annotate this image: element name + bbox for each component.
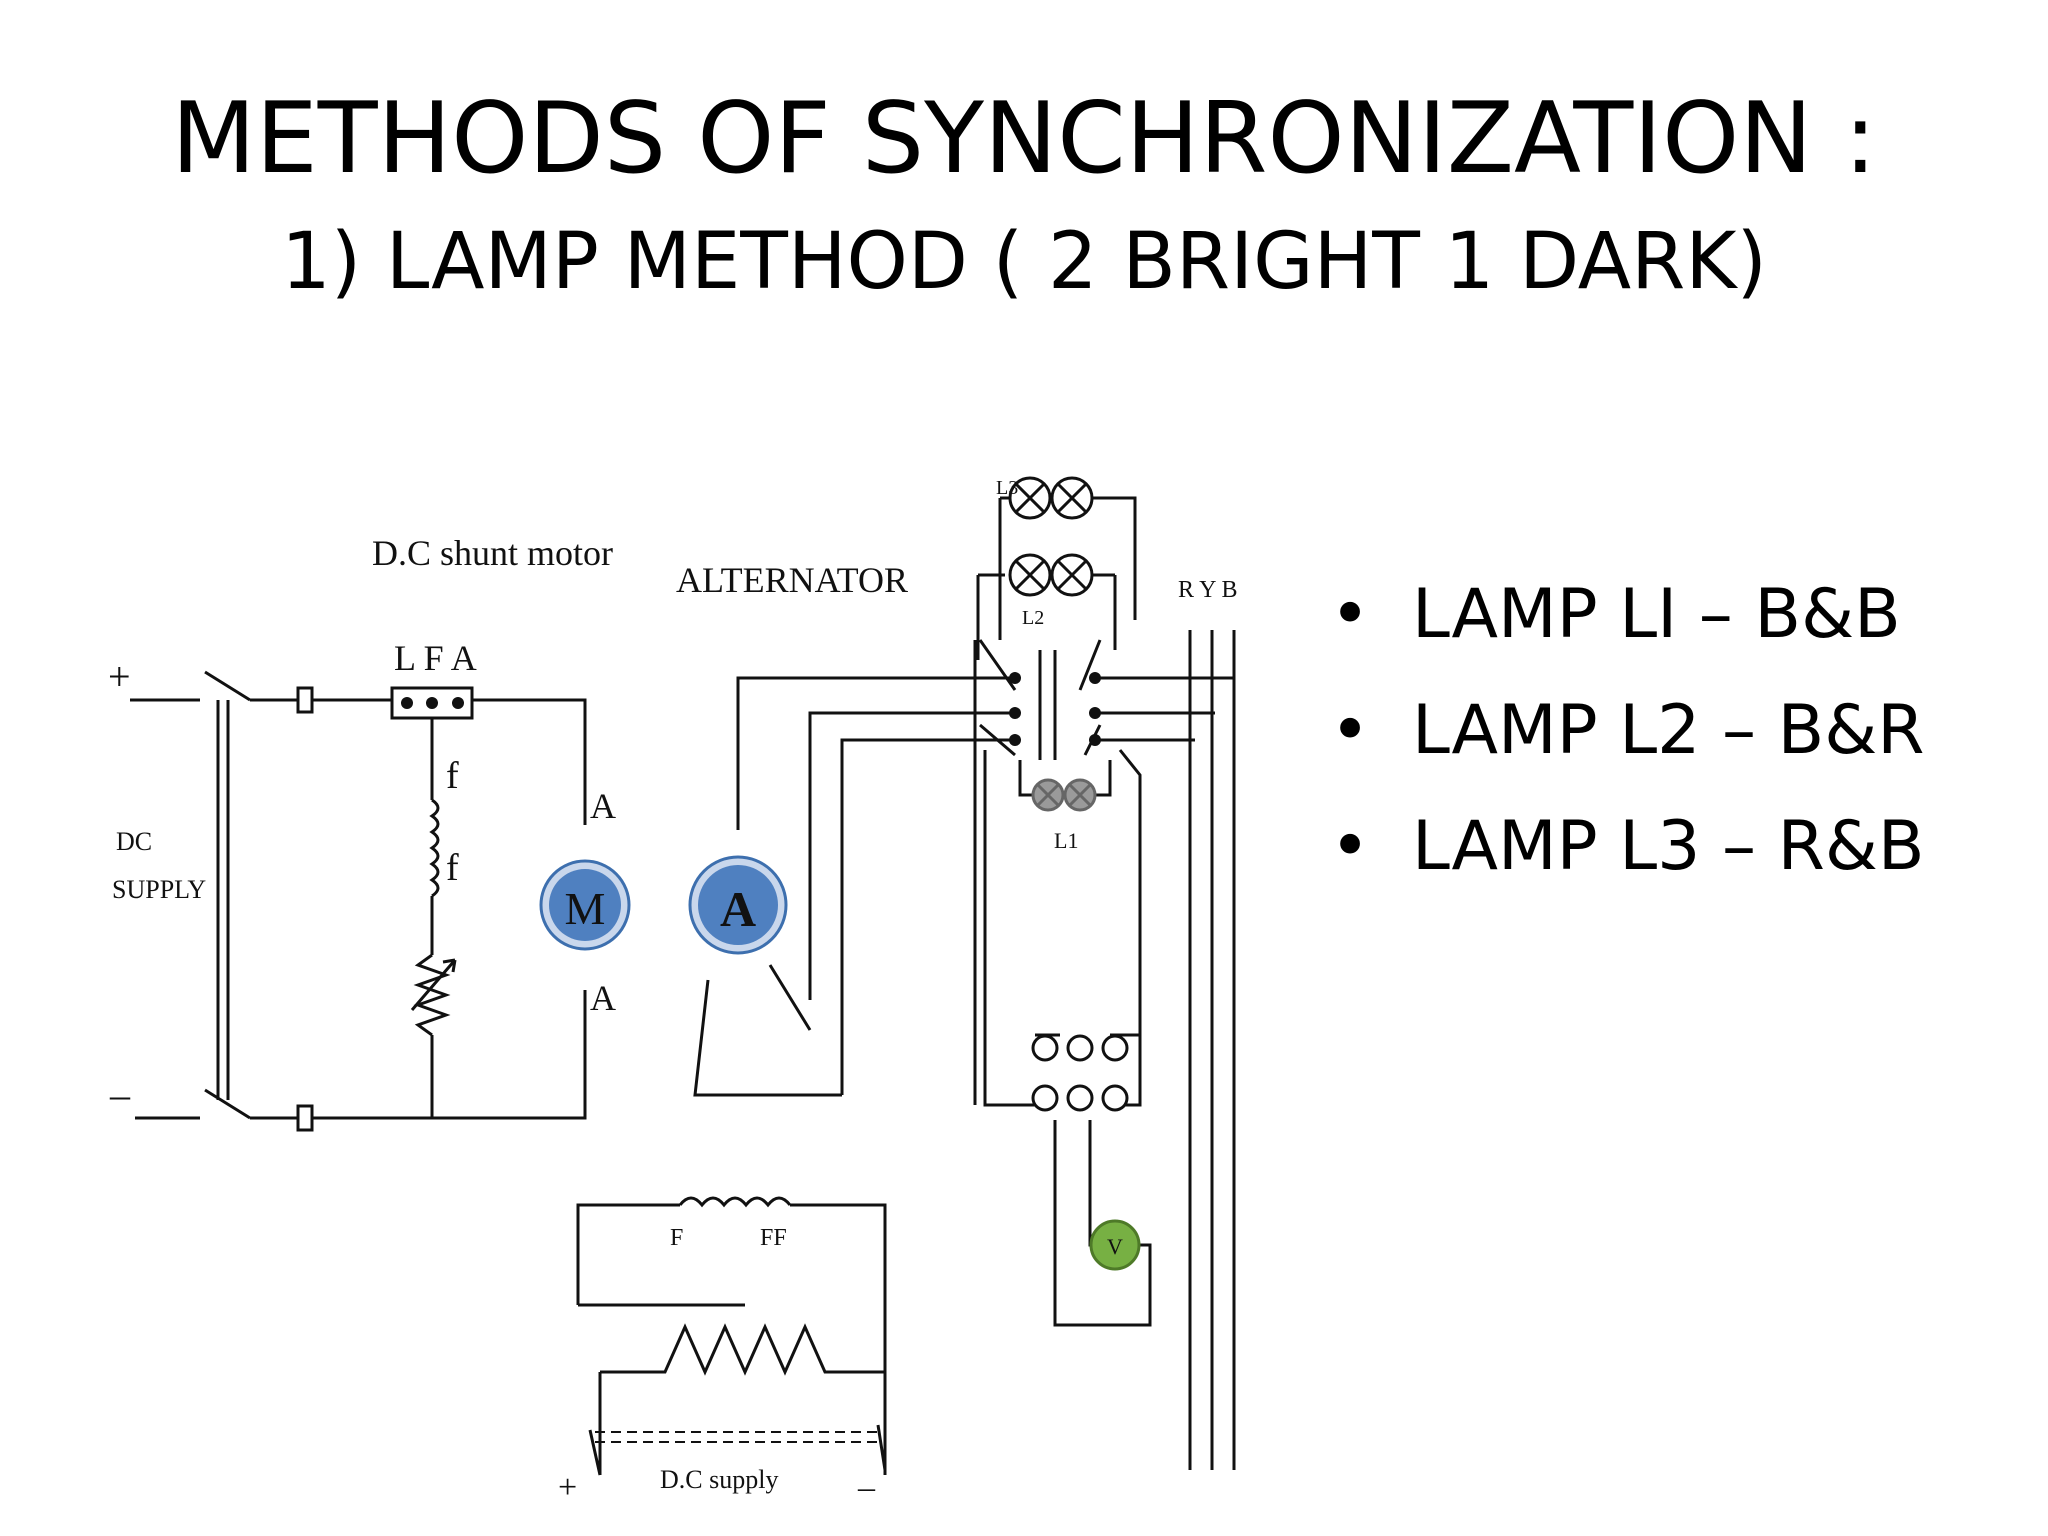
alternator-line-2	[808, 711, 1010, 1000]
field-ff-label: FF	[760, 1225, 787, 1251]
bullet-text: LAMP L3 – R&B	[1412, 807, 1925, 886]
field-f-top-label: f	[446, 755, 459, 797]
switch-contacts	[978, 639, 1102, 760]
bottom-supply-switch	[595, 1431, 880, 1443]
dc-label-line2: SUPPLY	[112, 875, 206, 904]
alt-field-wires	[576, 1203, 887, 1372]
phases-label: R Y B	[1178, 577, 1238, 603]
bottom-supply-left	[588, 1372, 602, 1476]
alt-field-resistor	[600, 1323, 885, 1376]
dc-switch-blade-bottom	[204, 1088, 251, 1120]
voltmeter-icon	[1089, 1219, 1141, 1271]
lamp-l1-group	[1031, 778, 1097, 812]
terminals-label: L F A	[394, 638, 477, 678]
lamp-l3-label: L3	[996, 477, 1018, 499]
fuse-bottom	[296, 1104, 314, 1132]
field-coil	[429, 798, 440, 898]
motor-bottom-wire	[250, 990, 587, 1120]
bullet-marker: •	[1330, 807, 1371, 886]
alternator-star	[693, 964, 842, 1097]
bullet-text: LAMP L2 – B&R	[1412, 691, 1925, 770]
minus-label: –	[109, 1072, 131, 1117]
armature-a-top-label: A	[590, 786, 616, 826]
bullet-lamp-l3: • LAMP L3 – R&B	[1330, 797, 1925, 913]
dc-switch-bar	[216, 700, 230, 1100]
alternator-symbol-circle	[698, 865, 778, 945]
field-f-bottom-label: f	[446, 847, 459, 889]
armature-a-bottom-label: A	[590, 978, 616, 1018]
lamp-l2-group	[1008, 553, 1094, 597]
bullet-lamp-l2: • LAMP L2 – B&R	[1330, 681, 1925, 797]
starter-dots	[401, 697, 464, 709]
alternator-line-3	[840, 738, 1010, 1095]
rheostat-arrow	[410, 958, 457, 1011]
motor-top-wire	[250, 698, 587, 825]
lamp-bank-mid-wires	[976, 573, 1117, 660]
bullet-marker: •	[1330, 691, 1371, 770]
l1-wires	[1018, 760, 1112, 797]
bottom-dc-supply-label: D.C supply	[660, 1465, 778, 1494]
alt-field-coil	[678, 1196, 792, 1208]
bottom-supply-right	[876, 1372, 887, 1475]
motor-symbol: M	[565, 883, 606, 934]
motor-label: D.C shunt motor	[372, 533, 613, 573]
lamp-l1-label: L1	[1054, 828, 1078, 853]
alternator-line-1	[736, 676, 1010, 830]
lamp-l2-label: L2	[1022, 607, 1044, 629]
alternator-symbol: A	[720, 881, 756, 937]
field-rheostat	[413, 953, 451, 1037]
bullet-marker: •	[1330, 575, 1371, 654]
bottom-minus-label: –	[857, 1469, 876, 1506]
dc-switch-blade-top	[204, 670, 251, 702]
fuse-top	[296, 686, 314, 714]
selector-switch	[1031, 1034, 1129, 1112]
alternator-label: ALTERNATOR	[676, 560, 908, 600]
bottom-plus-label: +	[558, 1469, 577, 1506]
bullet-lamp-l1: • LAMP LI – B&B	[1330, 565, 1925, 681]
bullet-text: LAMP LI – B&B	[1412, 575, 1901, 654]
field-f-label: F	[670, 1225, 683, 1251]
voltmeter-symbol: V	[1107, 1234, 1123, 1259]
switch-contact-dots	[1009, 672, 1101, 746]
voltmeter-wires	[1053, 1120, 1152, 1327]
lamp-bullet-list: • LAMP LI – B&B • LAMP L2 – B&R • LAMP L…	[1330, 565, 1925, 913]
plus-label: +	[108, 654, 131, 699]
bus-to-phase	[1100, 676, 1235, 742]
lamp-l3-group	[1008, 476, 1094, 520]
slide-title: METHODS OF SYNCHRONIZATION :	[171, 82, 1877, 196]
dc-label-line1: DC	[116, 827, 152, 856]
slide-subtitle: 1) LAMP METHOD ( 2 BRIGHT 1 DARK)	[281, 217, 1767, 307]
motor-symbol-circle	[549, 869, 621, 941]
